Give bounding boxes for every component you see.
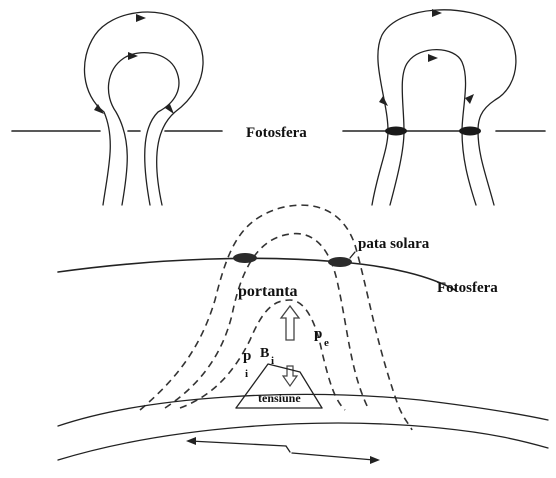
inner-field-loop-right <box>390 50 476 205</box>
tensiune-label: tensiune <box>258 391 301 405</box>
left-leg-arrow <box>94 104 104 114</box>
sunspot-left-top <box>385 127 407 136</box>
pata-solara-label: pata solara <box>358 236 430 252</box>
outer-field-loop <box>84 12 203 205</box>
buoyancy-arrow <box>281 306 299 340</box>
p-e-label-sub: e <box>324 337 329 349</box>
inner-loop-arrow-right <box>428 54 438 62</box>
sunspot-right-bottom <box>328 257 352 267</box>
right-leg-arrow-right <box>465 94 474 104</box>
right-leg-arrow <box>165 104 174 114</box>
flow-join <box>286 446 290 452</box>
right-flow-arrowhead <box>370 456 380 464</box>
bottom-flux-tube-cross-section <box>58 205 548 464</box>
p-e-label-main: p <box>314 326 322 342</box>
b-i-label-main: B <box>260 346 269 361</box>
sunspot-left-bottom <box>233 253 257 263</box>
p-i-label-sub: i <box>245 368 248 380</box>
top-right-flux-loop <box>343 9 545 205</box>
outer-loop-arrow <box>136 14 146 22</box>
outer-field-loop-right <box>372 10 516 205</box>
sunspot-right-top <box>459 127 481 136</box>
b-i-label-sub: i <box>271 355 274 367</box>
fotosfera-bottom-label: Fotosfera <box>437 280 498 296</box>
p-i-label-main: p <box>243 348 251 364</box>
portanta-label: portanta <box>238 283 298 300</box>
left-flow-arrow <box>190 441 286 446</box>
pata-solara-leader <box>350 252 355 258</box>
inner-field-loop <box>108 53 179 205</box>
right-flow-arrow <box>292 453 374 460</box>
left-leg-arrow-right <box>379 96 388 106</box>
fotosfera-top-label: Fotosfera <box>246 125 307 141</box>
top-left-flux-loop <box>12 12 222 205</box>
flow-curve-upper <box>58 394 548 426</box>
left-flow-arrowhead <box>186 437 196 445</box>
